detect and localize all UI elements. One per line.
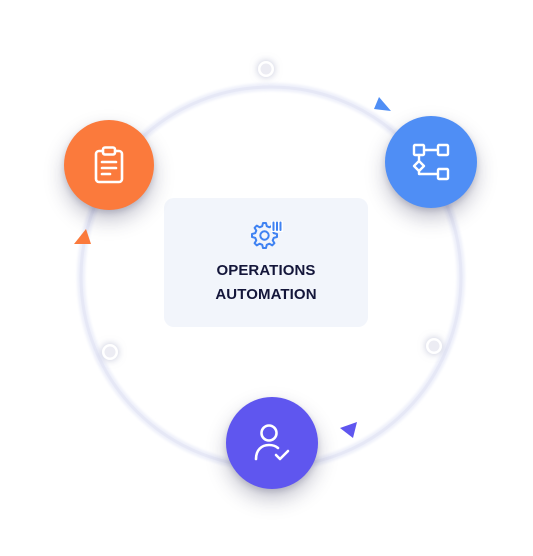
arrow-bottom-right [340,422,357,438]
clipboard-icon [94,146,124,184]
center-card: OPERATIONS AUTOMATION [164,198,368,327]
clipboard-node [64,120,154,210]
center-title-line-2: AUTOMATION [215,286,317,303]
flowchart-icon [412,143,450,181]
ring-dot-left [102,344,118,360]
arrow-left [74,229,91,244]
user-check-node [226,397,318,489]
ring-dot-right [426,338,442,354]
center-title-line-1: OPERATIONS [216,262,316,279]
ring-dot-top [258,61,274,77]
center-title: OPERATIONS AUTOMATION [215,259,316,307]
workflow-node [385,116,477,208]
user-check-icon [254,424,290,461]
arrow-top-right [374,97,391,111]
gear-with-bars-icon [251,221,283,249]
